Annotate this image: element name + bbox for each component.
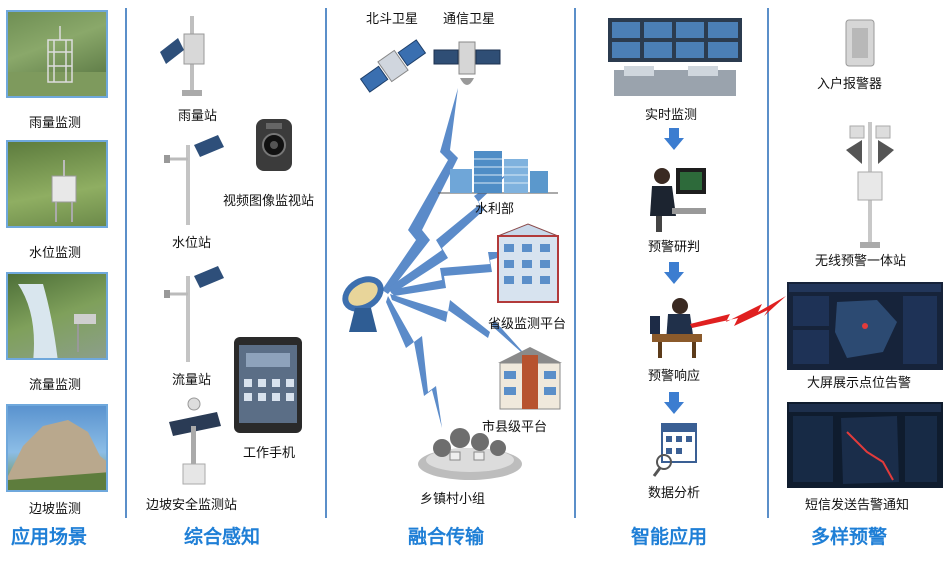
section-title-perception: 综合感知 [184,526,261,548]
scenario-label: 雨量监测 [29,116,82,131]
satellite-dish-icon [342,276,384,332]
analyst-icon [650,168,706,232]
big-screen-icon [787,282,943,370]
section-title-scenario: 应用场景 [11,526,88,548]
section-title-transmission: 融合传输 [408,526,485,548]
divider [125,8,127,518]
scenario-label: 边坡监测 [29,502,82,517]
alert-bolt-icon [690,296,786,328]
warning-label: 大屏展示点位告警 [807,376,912,391]
warning-label: 无线预警一体站 [815,254,907,269]
station-label: 流量站 [172,373,212,388]
village-label: 乡镇村小组 [420,492,486,507]
sms-screen-icon [787,402,943,488]
warning-label: 短信发送告警通知 [805,498,910,513]
scenario-label: 水位监测 [29,246,82,261]
home-alarm-icon [845,19,875,67]
rain-station-icon [160,16,205,96]
divider [767,8,769,518]
station-label: 边坡安全监测站 [146,498,238,513]
slope-station-icon [169,397,221,485]
comm-sat-label: 通信卫星 [443,12,496,27]
flow-station-icon [164,266,224,362]
monitoring-center-icon [608,18,742,96]
responder-icon [650,298,702,358]
data-analysis-icon [652,423,697,477]
ministry-label: 水利部 [475,202,515,217]
app-step-label: 数据分析 [648,486,701,501]
beidou-satellite-icon [359,39,427,93]
section-title-warning: 多样预警 [811,526,888,548]
provincial-label: 省级监测平台 [488,317,567,332]
provincial-building-icon [497,223,559,303]
arrow-down-icon [664,128,684,150]
app-step-label: 预警研判 [648,240,701,255]
water-level-station-icon [164,135,224,225]
station-label: 雨量站 [178,109,218,124]
city-building-icon [498,347,562,410]
station-label: 工作手机 [243,446,296,461]
app-step-label: 预警响应 [648,369,701,384]
rain-monitoring-photo [6,10,108,98]
divider [325,8,327,518]
section-title-application: 智能应用 [631,526,708,548]
arrow-down-icon [664,262,684,284]
wireless-station-icon [846,122,894,248]
city-label: 市县级平台 [482,420,548,435]
ministry-building-icon [438,151,558,194]
camera-icon [256,119,292,171]
comm-satellite-icon [433,41,501,85]
divider [574,8,576,518]
transmission-bolts [382,88,530,428]
beidou-label: 北斗卫星 [366,12,419,27]
village-icon [418,428,522,480]
arrow-down-icon [664,392,684,414]
app-step-label: 实时监测 [645,108,698,123]
phone-icon [234,337,302,433]
station-label: 水位站 [172,236,212,251]
scenario-label: 流量监测 [29,378,82,393]
station-label: 视频图像监视站 [223,194,315,209]
slope-monitoring-photo [6,404,108,492]
water-level-photo [6,140,108,228]
flow-monitoring-photo [6,272,108,360]
warning-label: 入户报警器 [817,77,883,92]
